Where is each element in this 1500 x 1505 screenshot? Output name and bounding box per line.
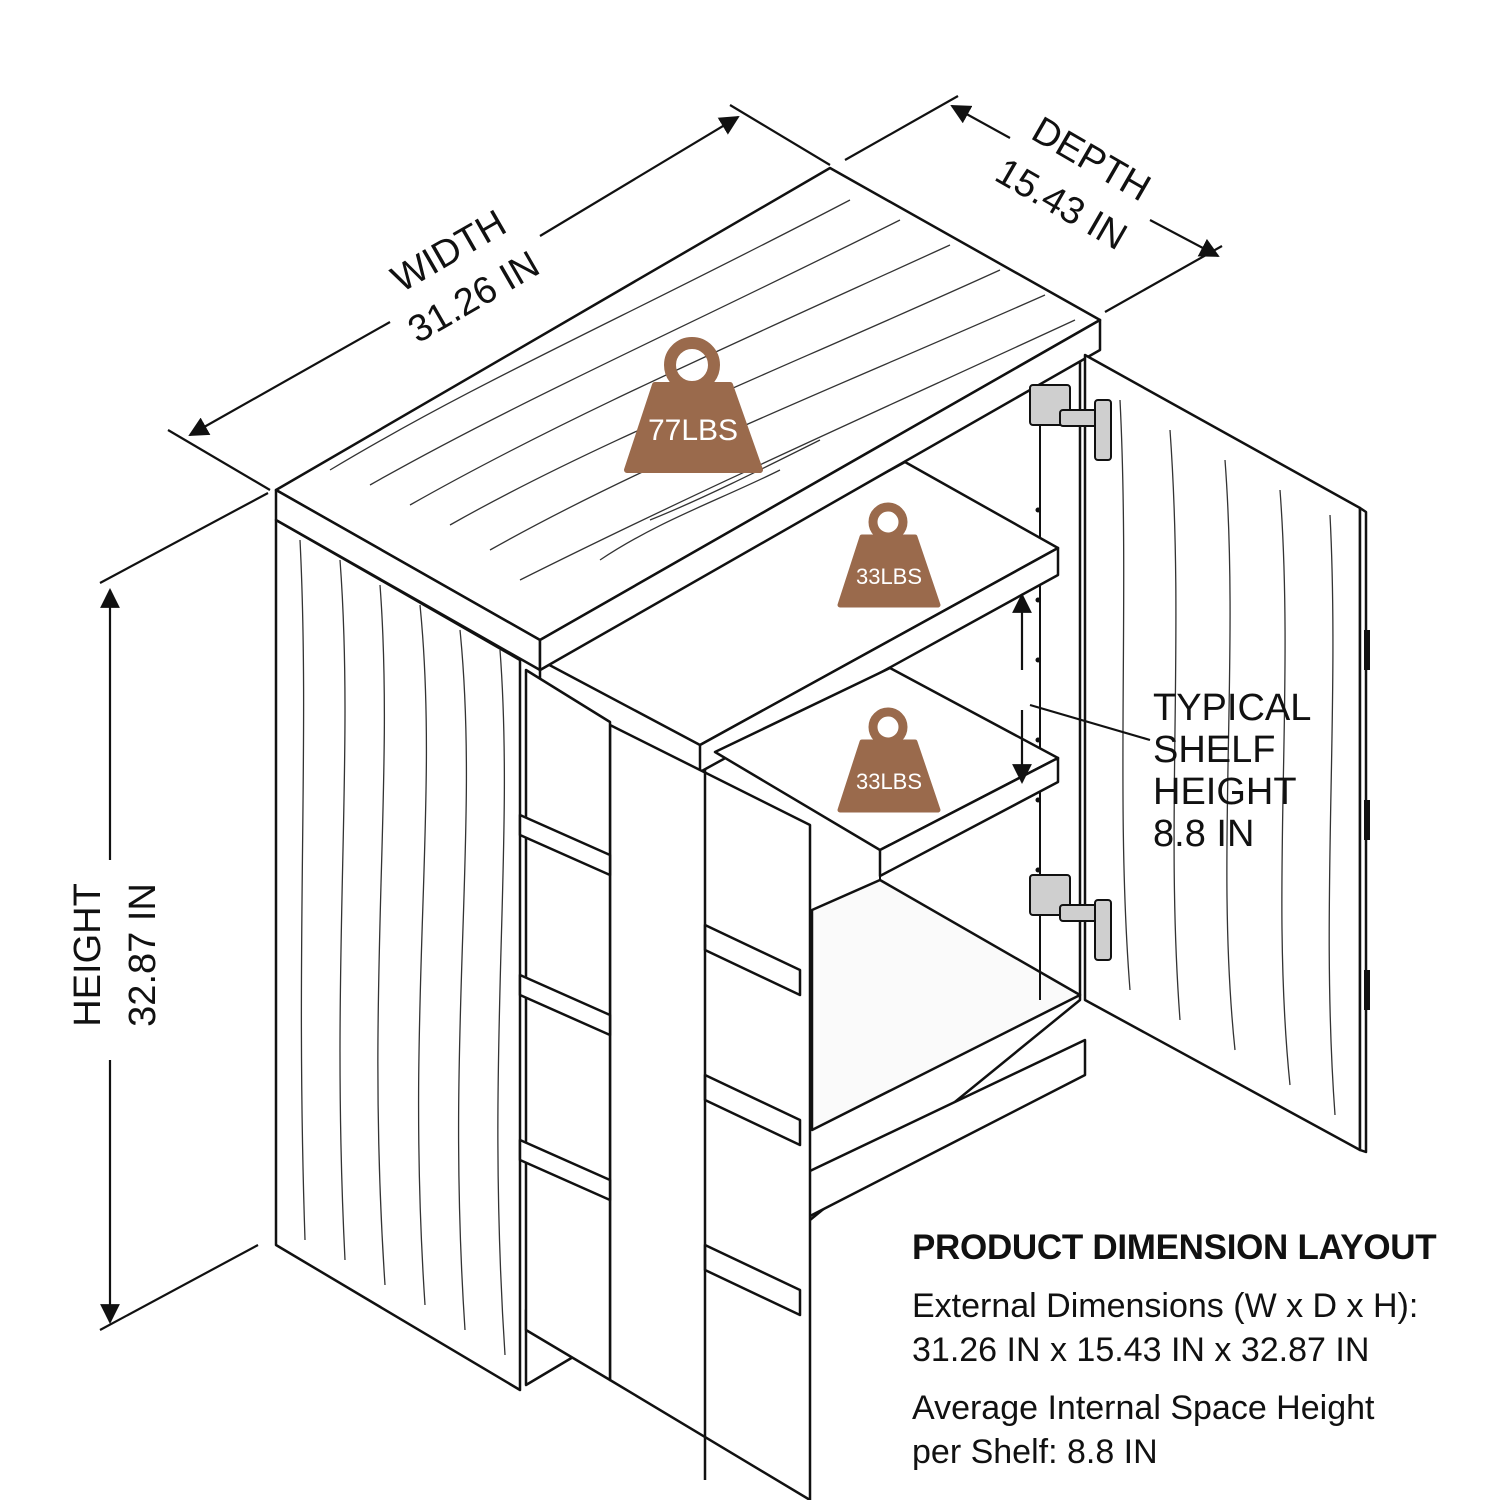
right-door [1083,353,1370,1154]
cabinet-floor [810,878,1082,1132]
side-wood-grain [299,539,506,1356]
shelf-height-line-2: SHELF [1153,729,1275,771]
top-weight-label: 77LBS [648,414,738,447]
height-value: 32.87 IN [122,883,164,1027]
shelf-height-line-1: TYPICAL [1153,687,1311,729]
shelf-height-dimension [1012,593,1151,784]
shelf-height-line-4: 8.8 IN [1153,813,1254,855]
internal-space-value: per Shelf: 8.8 IN [912,1433,1158,1471]
lower-shelf-weight-icon [837,707,941,813]
width-dimension [167,104,831,491]
height-label: HEIGHT [67,883,109,1027]
height-dimension [99,492,269,1331]
upper-hinge-icon [1029,384,1112,461]
external-dimensions-value: 31.26 IN x 15.43 IN x 32.87 IN [912,1331,1370,1369]
external-dimensions-label: External Dimensions (W x D x H): [912,1287,1419,1325]
info-title: PRODUCT DIMENSION LAYOUT [912,1228,1437,1267]
dimension-info-panel: PRODUCT DIMENSION LAYOUT External Dimens… [912,1228,1492,1474]
lower-shelf-weight-label: 33LBS [856,769,922,794]
upper-shelf-weight-icon [837,502,941,608]
shelf-height-line-3: HEIGHT [1153,771,1297,813]
left-door [518,668,812,1502]
cabinet-side-panel [274,518,522,1392]
internal-space-label: Average Internal Space Height [912,1389,1375,1427]
right-door-wood-grain [1119,399,1336,1116]
top-weight-icon [624,337,763,473]
lower-hinge-icon [1029,874,1112,961]
upper-shelf-weight-label: 33LBS [856,564,922,589]
depth-dimension [844,95,1223,313]
